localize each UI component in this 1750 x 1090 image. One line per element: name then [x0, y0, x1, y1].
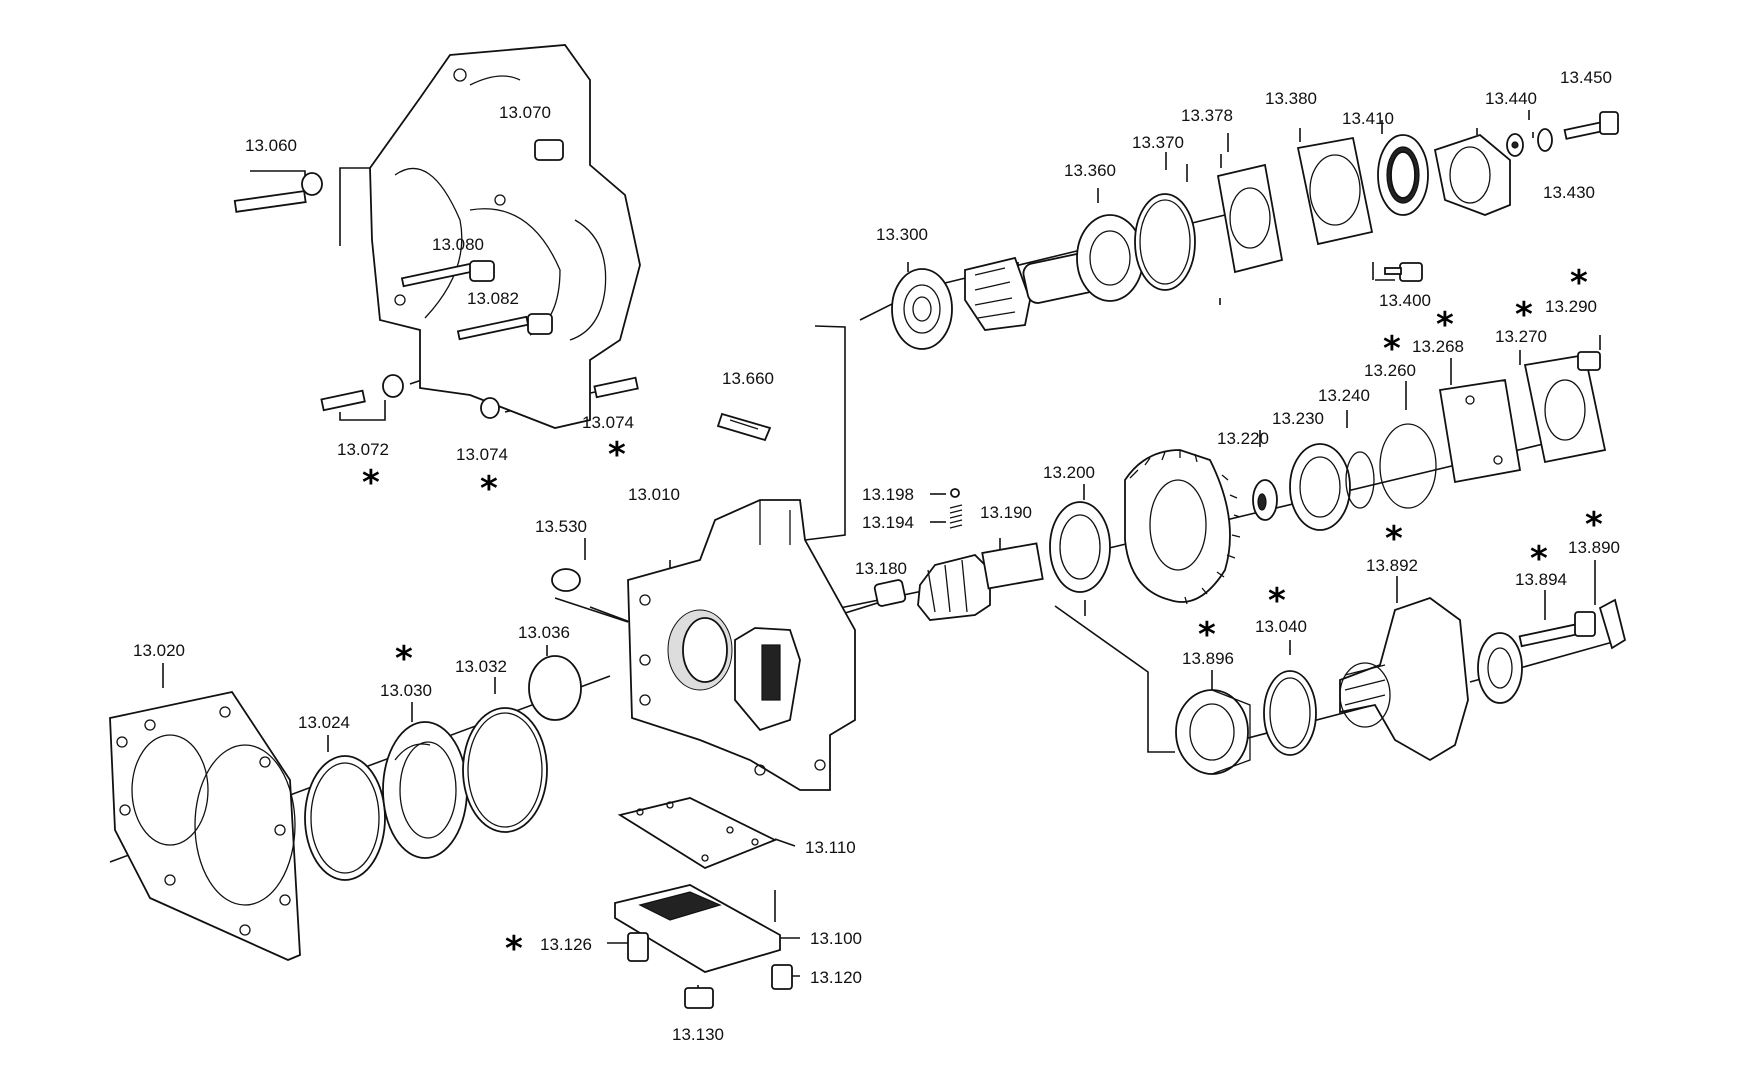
- label-13380: 13.380: [1265, 89, 1317, 108]
- label-13270: 13.270: [1495, 327, 1547, 346]
- label-13040: 13.040: [1255, 617, 1307, 636]
- asterisk-13894: *: [1530, 539, 1548, 579]
- label-13130: 13.130: [672, 1025, 724, 1044]
- asterisk-13890: *: [1585, 505, 1603, 545]
- label-13430: 13.430: [1543, 183, 1595, 202]
- asterisk-13126: *: [505, 929, 523, 969]
- label-13896: 13.896: [1182, 649, 1234, 668]
- label-13890: 13.890: [1568, 538, 1620, 557]
- label-13190: 13.190: [980, 503, 1032, 522]
- upper-housing-part: [369, 44, 641, 429]
- label-13220: 13.220: [1217, 429, 1269, 448]
- asterisk-13896: *: [1198, 615, 1216, 655]
- label-13080: 13.080: [432, 235, 484, 254]
- label-13230: 13.230: [1272, 409, 1324, 428]
- label-13200: 13.200: [1043, 463, 1095, 482]
- label-13074-b: 13.074: [582, 413, 634, 432]
- label-13290: 13.290: [1545, 297, 1597, 316]
- label-13440: 13.440: [1485, 89, 1537, 108]
- asterisk-13260: *: [1383, 329, 1401, 369]
- label-13378: 13.378: [1181, 106, 1233, 125]
- upper-housing-fasteners: [233, 139, 639, 419]
- asterisk-13074-a: *: [480, 469, 498, 509]
- label-13892: 13.892: [1366, 556, 1418, 575]
- label-13036: 13.036: [518, 623, 570, 642]
- label-13194: 13.194: [862, 513, 914, 532]
- label-13180: 13.180: [855, 559, 907, 578]
- label-13360: 13.360: [1064, 161, 1116, 180]
- label-13032: 13.032: [455, 657, 507, 676]
- label-13126: 13.126: [540, 935, 592, 954]
- upper-shaft-assembly: [891, 111, 1619, 350]
- label-13400: 13.400: [1379, 291, 1431, 310]
- label-13120: 13.120: [810, 968, 862, 987]
- label-13082: 13.082: [467, 289, 519, 308]
- label-13370: 13.370: [1132, 133, 1184, 152]
- asterisk-13074-b: *: [608, 435, 626, 475]
- plug-13530: [551, 568, 581, 592]
- asterisk-13892: *: [1385, 519, 1403, 559]
- asterisk-13290: *: [1570, 263, 1588, 303]
- asterisk-13268: *: [1436, 305, 1454, 345]
- label-13268: 13.268: [1412, 337, 1464, 356]
- asterisk-13270: *: [1515, 295, 1533, 335]
- label-13894: 13.894: [1515, 570, 1567, 589]
- label-13410: 13.410: [1342, 109, 1394, 128]
- label-13660: 13.660: [722, 369, 774, 388]
- asterisk-markers: * * * * * * * * * * * * * *: [362, 263, 1603, 969]
- lower-cover-parts: [614, 797, 793, 1009]
- gasket-13020: [109, 690, 301, 961]
- label-13110: 13.110: [805, 838, 856, 857]
- label-13070: 13.070: [499, 103, 551, 122]
- label-13030: 13.030: [380, 681, 432, 700]
- label-13010: 13.010: [628, 485, 680, 504]
- label-13072: 13.072: [337, 440, 389, 459]
- label-13024: 13.024: [298, 713, 350, 732]
- asterisk-13072: *: [362, 463, 380, 503]
- label-13260: 13.260: [1364, 361, 1416, 380]
- left-rings: [304, 655, 582, 881]
- asterisk-13030: *: [395, 639, 413, 679]
- label-13450: 13.450: [1560, 68, 1612, 87]
- label-13300: 13.300: [876, 225, 928, 244]
- label-13198: 13.198: [862, 485, 914, 504]
- label-13530: 13.530: [535, 517, 587, 536]
- label-13240: 13.240: [1318, 386, 1370, 405]
- asterisk-13040: *: [1268, 581, 1286, 621]
- label-13074-a: 13.074: [456, 445, 508, 464]
- output-flange-assembly: [1175, 596, 1627, 775]
- main-housing-part: [627, 499, 856, 791]
- middle-shaft-assembly: [873, 351, 1607, 621]
- nameplate-part: [716, 412, 772, 442]
- part-labels: 13.060 13.070 13.080 13.082 13.072 13.07…: [133, 68, 1620, 1044]
- label-13020: 13.020: [133, 641, 185, 660]
- label-13060: 13.060: [245, 136, 297, 155]
- label-13100: 13.100: [810, 929, 862, 948]
